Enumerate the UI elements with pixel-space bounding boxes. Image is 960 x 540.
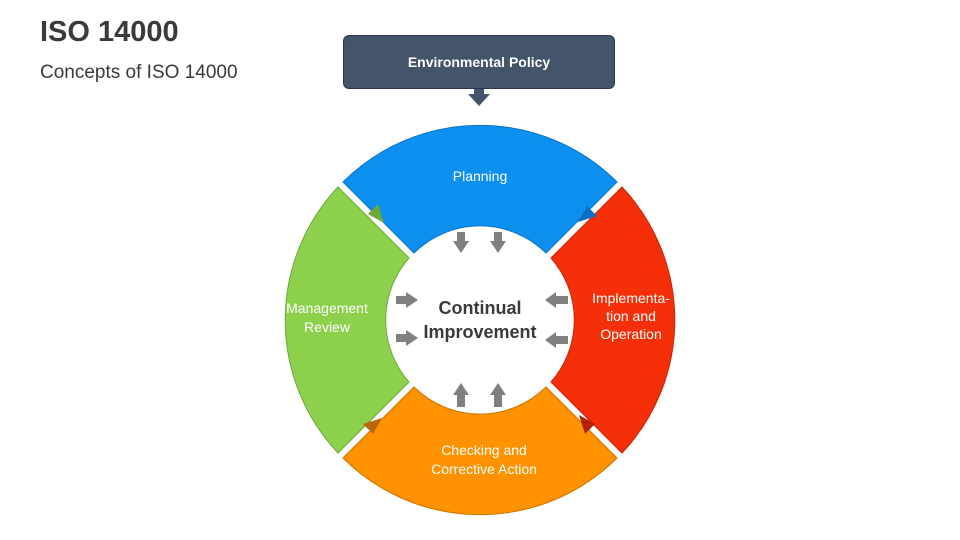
environmental-policy-label: Environmental Policy	[407, 54, 551, 70]
page-title: ISO 14000	[40, 16, 179, 48]
inner-arrow-left-top	[545, 292, 568, 308]
review-label-line1: Management	[286, 300, 368, 316]
policy-down-arrow	[468, 89, 490, 106]
center-label-line1: Continual	[439, 298, 522, 318]
inner-arrow-down-left	[453, 232, 469, 253]
implementation-label-line3: Operation	[600, 326, 661, 342]
checking-to-review-arrow	[363, 418, 382, 434]
implementation-segment	[550, 186, 676, 454]
checking-label-line1: Checking and	[441, 442, 527, 458]
implementation-label-line2: tion and	[606, 308, 656, 324]
environmental-policy-box: Environmental Policy	[343, 35, 615, 89]
continual-improvement-circle	[394, 234, 566, 406]
inner-arrow-left-bottom	[545, 332, 568, 348]
inner-arrow-down-right	[490, 232, 506, 253]
page-subtitle: Concepts of ISO 14000	[40, 62, 238, 83]
planning-to-implementation-arrow	[578, 206, 597, 222]
planning-label: Planning	[453, 168, 508, 184]
review-segment	[284, 186, 410, 454]
inner-arrow-right-top	[396, 292, 418, 308]
review-to-planning-arrow	[368, 204, 384, 223]
center-label-line2: Improvement	[423, 322, 536, 342]
inner-arrow-up-left	[453, 383, 469, 407]
checking-label-line2: Corrective Action	[431, 461, 537, 477]
planning-segment	[342, 124, 618, 254]
implementation-to-checking-arrow	[579, 415, 595, 434]
inner-arrow-up-right	[490, 383, 506, 407]
inner-arrow-right-bottom	[396, 330, 418, 346]
implementation-label-line1: Implementa-	[592, 290, 670, 306]
checking-segment	[342, 386, 618, 516]
review-label-line2: Review	[304, 319, 351, 335]
